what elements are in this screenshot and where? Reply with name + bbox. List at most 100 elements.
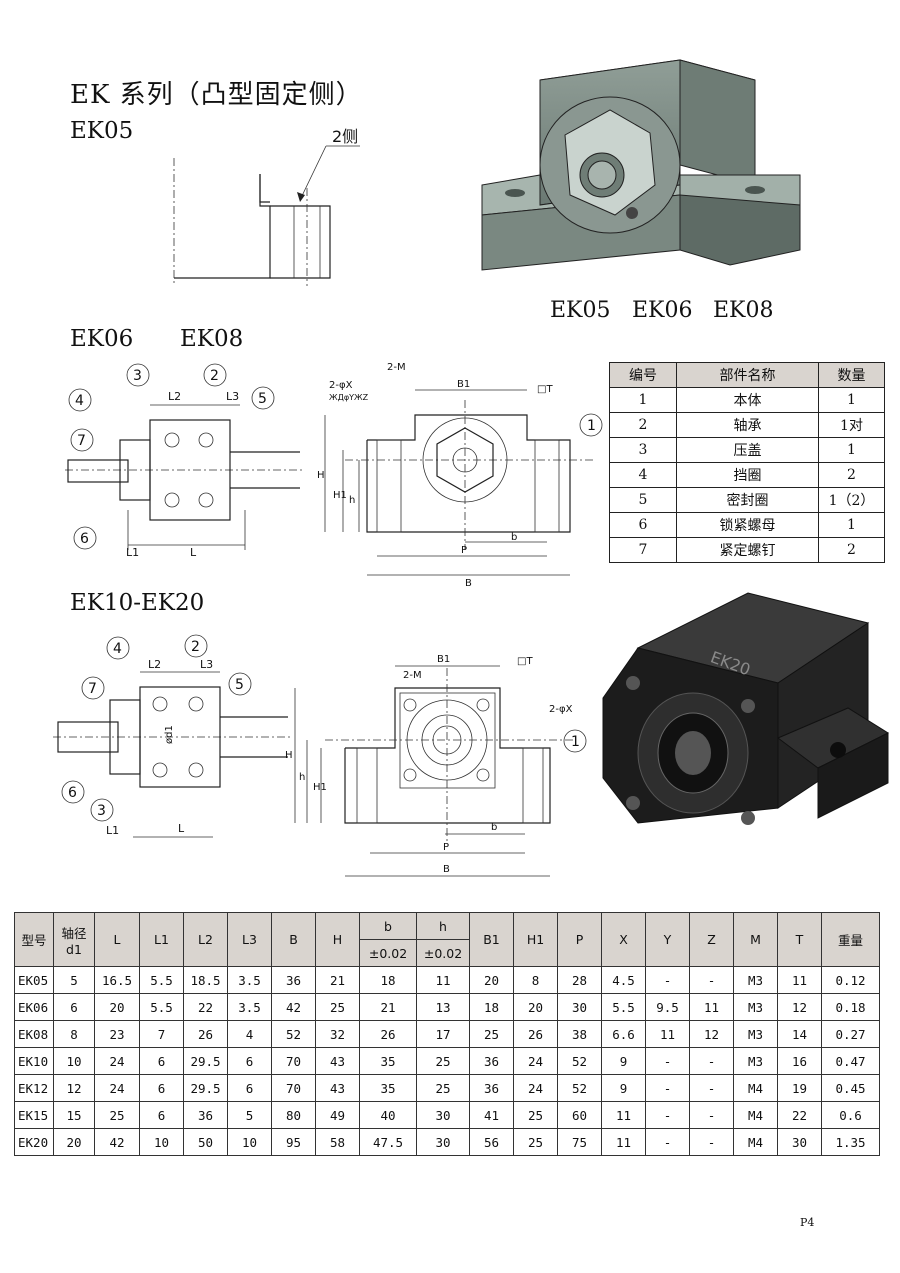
photo1-caption-ek08: EK08 — [713, 298, 774, 323]
ek10-dim-l1: L1 — [106, 824, 119, 837]
spec-cell: 25 — [513, 1101, 558, 1129]
spec-cell: 10 — [227, 1128, 272, 1156]
spec-cell: M4 — [733, 1128, 778, 1156]
spec-header-p: P — [557, 912, 602, 967]
spec-header-h-tol: ±0.02 — [416, 939, 470, 967]
spec-header-l2: L2 — [183, 912, 228, 967]
section-ek08-label: EK08 — [180, 326, 244, 352]
ek06-balloon-2: 2 — [210, 368, 219, 384]
spec-cell: 5.5 — [139, 966, 184, 994]
spec-cell: - — [645, 1047, 690, 1075]
spec-cell: 11 — [601, 1128, 646, 1156]
spec-cell: - — [645, 966, 690, 994]
spec-cell: 25 — [315, 993, 360, 1021]
spec-cell: 35 — [359, 1047, 417, 1075]
ek06-front-b1: B1 — [457, 379, 470, 390]
parts-cell: 1 — [818, 437, 885, 463]
spec-header-x: X — [601, 912, 646, 967]
spec-cell: 11 — [416, 966, 470, 994]
ek10-front-2m: 2-M — [403, 670, 422, 681]
spec-cell: 47.5 — [359, 1128, 417, 1156]
ek10-balloon-4: 4 — [113, 641, 122, 657]
spec-cell: 18 — [359, 966, 417, 994]
ek10-balloon-5: 5 — [235, 677, 244, 693]
spec-cell: 12 — [689, 1020, 734, 1048]
ek10-side-drawing: L2 L3 ød1 L1 L 4 2 7 5 6 3 — [53, 634, 293, 838]
spec-cell: 5.5 — [139, 993, 184, 1021]
spec-cell: 43 — [315, 1074, 360, 1102]
spec-header-b1: B1 — [469, 912, 514, 967]
photo1-caption-ek06: EK06 — [632, 298, 693, 323]
ek10-front-b1: B1 — [437, 654, 450, 665]
spec-cell: M3 — [733, 1020, 778, 1048]
spec-cell: 25 — [469, 1020, 514, 1048]
spec-cell: 0.45 — [821, 1074, 880, 1102]
spec-cell: 7 — [139, 1020, 184, 1048]
ek10-balloon-2: 2 — [191, 639, 200, 655]
spec-header-y: Y — [645, 912, 690, 967]
spec-cell: 36 — [183, 1101, 228, 1129]
spec-cell: 15 — [53, 1101, 95, 1129]
spec-cell: 11 — [645, 1020, 690, 1048]
spec-cell: 24 — [513, 1074, 558, 1102]
ek10-dim-d1: ød1 — [164, 725, 175, 744]
spec-cell: 40 — [359, 1101, 417, 1129]
spec-cell: 26 — [359, 1020, 417, 1048]
spec-header-h: h — [416, 912, 470, 940]
spec-cell: 35 — [359, 1074, 417, 1102]
spec-cell: 5 — [53, 966, 95, 994]
parts-cell: 挡圈 — [676, 462, 819, 488]
spec-cell: - — [645, 1128, 690, 1156]
spec-cell: 30 — [557, 993, 602, 1021]
spec-cell: 0.47 — [821, 1047, 880, 1075]
spec-header-model: 型号 — [14, 912, 54, 967]
section-ek06-label: EK06 — [70, 326, 134, 352]
parts-cell: 1对 — [818, 412, 885, 438]
parts-cell: 1（2） — [818, 487, 885, 513]
ek05-drawing: 2侧 — [173, 127, 360, 286]
page-number: P4 — [800, 1216, 815, 1229]
spec-cell: 0.6 — [821, 1101, 880, 1129]
spec-cell: 38 — [557, 1020, 602, 1048]
ek10-front-t: □T — [517, 656, 533, 667]
ek06-balloon-3: 3 — [133, 368, 142, 384]
spec-header-z: Z — [689, 912, 734, 967]
spec-cell: 58 — [315, 1128, 360, 1156]
spec-cell: 0.18 — [821, 993, 880, 1021]
parts-cell: 2 — [818, 462, 885, 488]
spec-cell: 25 — [513, 1128, 558, 1156]
ek06-front-balloon-1: 1 — [587, 418, 596, 434]
spec-cell: 28 — [557, 966, 602, 994]
spec-cell: 10 — [139, 1128, 184, 1156]
spec-cell: 1.35 — [821, 1128, 880, 1156]
ek06-front-2x: 2-φX — [329, 380, 353, 391]
spec-model-cell: EK15 — [14, 1101, 54, 1129]
spec-header-b: b — [359, 912, 417, 940]
ek10-front-b: b — [491, 822, 497, 833]
spec-cell: - — [645, 1101, 690, 1129]
spec-header-m: M — [733, 912, 778, 967]
spec-model-cell: EK06 — [14, 993, 54, 1021]
spec-cell: 16.5 — [94, 966, 140, 994]
spec-cell: 6 — [139, 1047, 184, 1075]
spec-cell: 20 — [513, 993, 558, 1021]
ek10-front-drawing: B1 2-M □T 2-φX H h H1 b P B 1 — [285, 654, 587, 877]
spec-model-cell: EK20 — [14, 1128, 54, 1156]
spec-cell: 6 — [227, 1047, 272, 1075]
parts-header-qty: 数量 — [818, 362, 885, 388]
spec-cell: 52 — [557, 1074, 602, 1102]
spec-cell: 11 — [689, 993, 734, 1021]
spec-cell: 56 — [469, 1128, 514, 1156]
spec-cell: 5.5 — [601, 993, 646, 1021]
page-title: EK 系列（凸型固定侧） — [70, 80, 363, 110]
spec-cell: 21 — [315, 966, 360, 994]
spec-cell: 80 — [271, 1101, 316, 1129]
spec-cell: 9.5 — [645, 993, 690, 1021]
